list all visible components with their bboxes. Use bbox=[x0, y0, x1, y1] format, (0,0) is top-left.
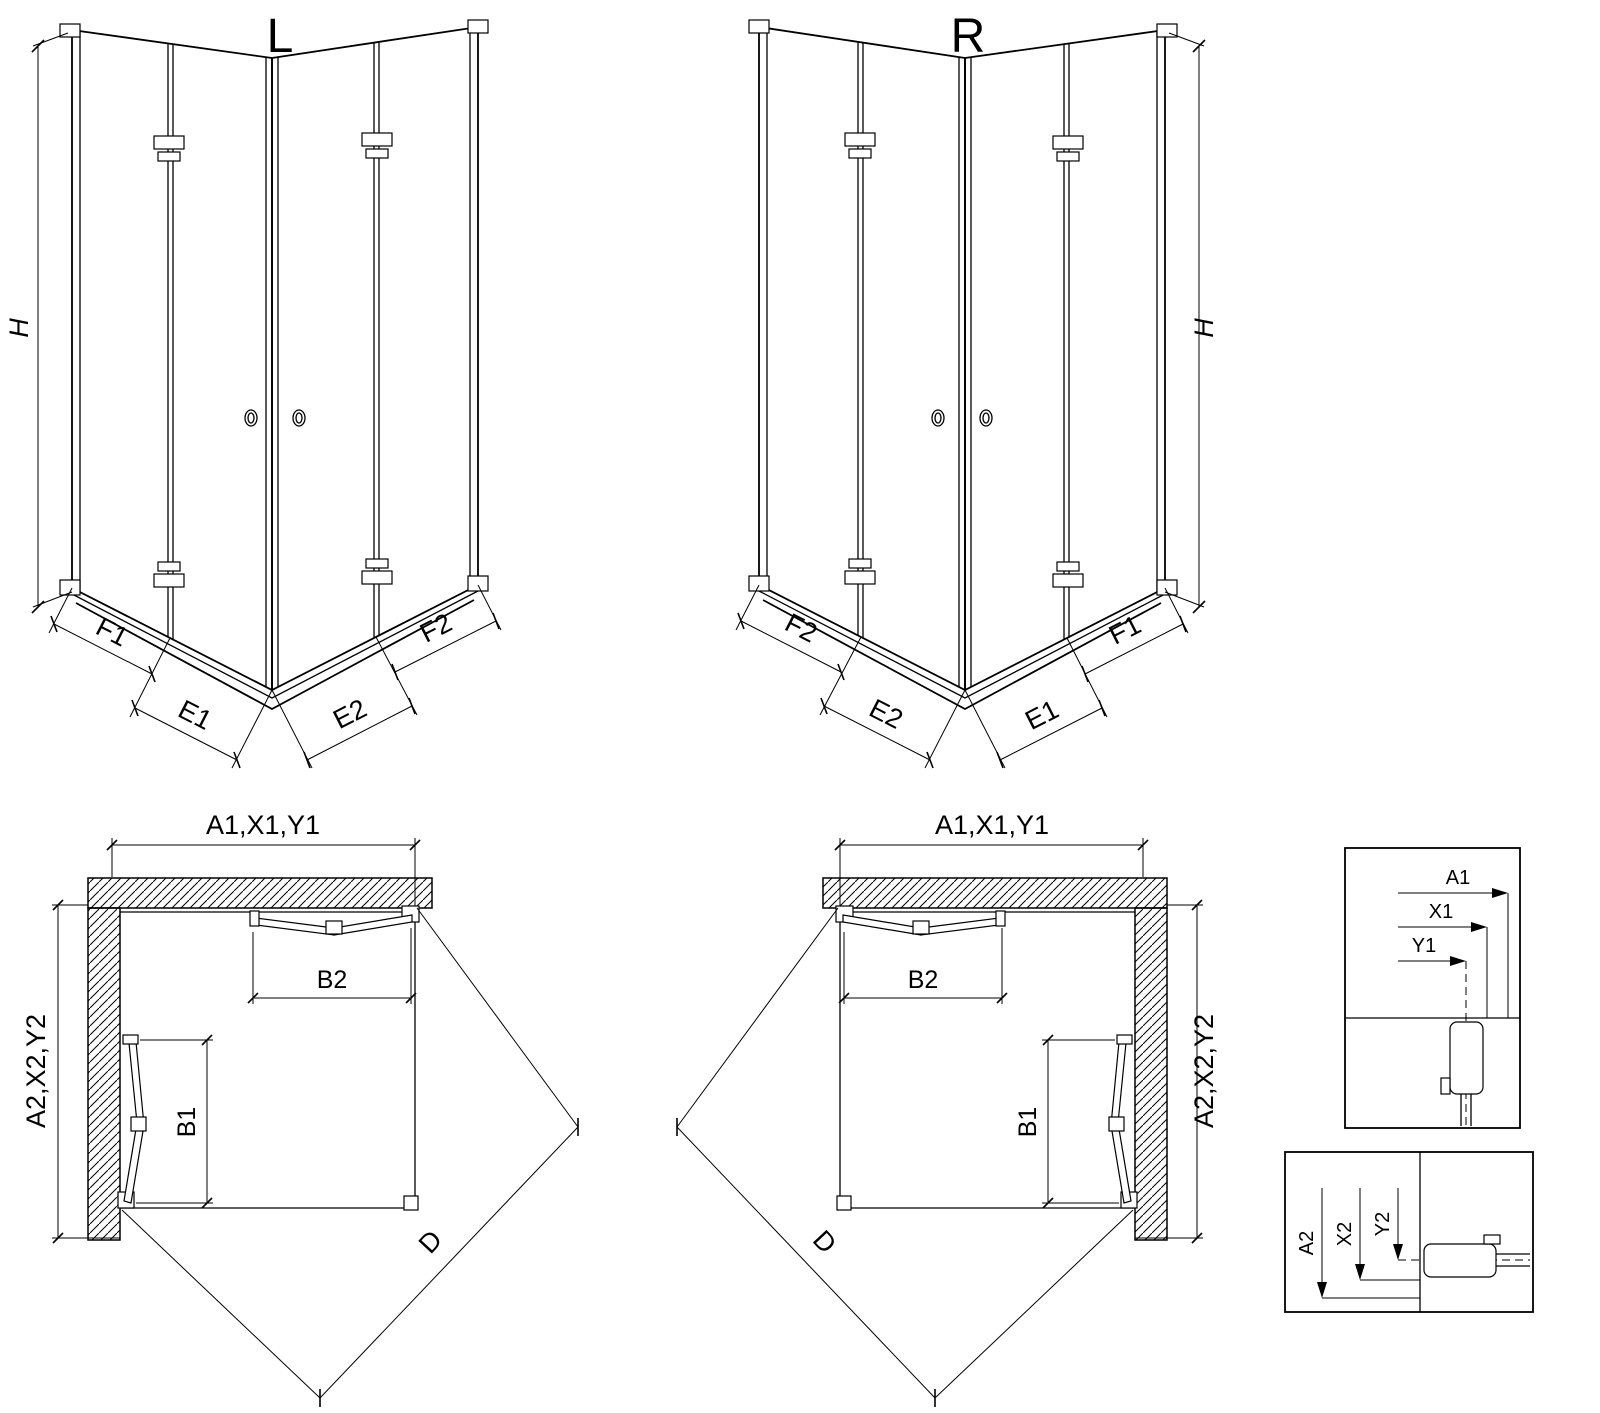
enclosure-glass-l bbox=[71, 25, 479, 711]
door-handles-l bbox=[244, 409, 306, 427]
detail-vertical-profile: A2 X2 Y2 bbox=[1284, 1151, 1534, 1313]
dim-height-l: H bbox=[4, 32, 73, 614]
tray-outline-r bbox=[836, 908, 1135, 1211]
view-title-l: L bbox=[267, 10, 294, 63]
dim-chain-right-r: F1 E1 bbox=[964, 587, 1189, 769]
plan-view-r: A1,X1,Y1 A2,X2,Y2 B2 B1 bbox=[676, 810, 1219, 1407]
dim-height-r: H bbox=[1164, 32, 1219, 614]
dim-label-e2-l: E2 bbox=[328, 693, 371, 735]
dim-label-h-r: H bbox=[1189, 318, 1219, 338]
detail-label-a2: A2 bbox=[1296, 1231, 1318, 1255]
door-b2-assembly-r bbox=[835, 905, 1006, 936]
door-b1-assembly-l bbox=[117, 1034, 147, 1209]
dim-a1-l: A1,X1,Y1 bbox=[106, 810, 421, 906]
hinges-and-brackets-l bbox=[59, 19, 489, 596]
walls-r bbox=[822, 877, 1168, 1241]
wall-side-r bbox=[1134, 907, 1168, 1241]
dim-b1-l: B1 bbox=[136, 1034, 213, 1209]
dim-a2-r: A2,X2,Y2 bbox=[1135, 899, 1219, 1244]
plan-view-l: A1,X1,Y1 A2,X2,Y2 B2 B1 bbox=[21, 810, 579, 1407]
dim-diagonal-l: D bbox=[121, 907, 579, 1407]
dim-label-d-l: D bbox=[413, 1225, 448, 1260]
dim-label-width-l: A1,X1,Y1 bbox=[206, 810, 320, 840]
profile-section-vertical bbox=[1440, 1021, 1484, 1126]
detail-label-a1: A1 bbox=[1446, 867, 1470, 889]
dim-chain-left-l: F1 E1 bbox=[48, 587, 273, 769]
dim-label-depth-l: A2,X2,Y2 bbox=[21, 1014, 51, 1128]
dim-label-b2-r: B2 bbox=[908, 966, 939, 994]
detail-label-x2: X2 bbox=[1334, 1222, 1356, 1246]
wall-side-l bbox=[87, 907, 121, 1241]
dim-label-h-l: H bbox=[4, 318, 34, 338]
enclosure-glass-r bbox=[758, 25, 1166, 711]
walls-l bbox=[87, 877, 433, 1241]
detail-horizontal-profile: A1 X1 Y1 bbox=[1344, 847, 1521, 1129]
detail-label-y1: Y1 bbox=[1412, 935, 1436, 957]
dim-chain-left-r: F2 E2 bbox=[735, 584, 966, 769]
dim-label-width-r: A1,X1,Y1 bbox=[935, 810, 1049, 840]
door-b2-assembly-l bbox=[249, 905, 420, 936]
dim-b1-r: B1 bbox=[1014, 1034, 1119, 1209]
detail-dim-a1: A1 bbox=[1398, 867, 1509, 1018]
dim-label-e1-l: E1 bbox=[174, 694, 217, 736]
dim-chain-right-l: F2 E2 bbox=[271, 584, 502, 769]
dim-b2-l: B2 bbox=[247, 928, 417, 1004]
dim-label-e1-r: E1 bbox=[1020, 694, 1063, 736]
detail-dim-x1: X1 bbox=[1398, 901, 1488, 1018]
wall-top-l bbox=[87, 877, 433, 909]
profile-section-horizontal bbox=[1423, 1234, 1530, 1278]
tray-outline-l bbox=[120, 908, 419, 1211]
dim-label-d-r: D bbox=[807, 1225, 842, 1260]
wall-top-r bbox=[822, 877, 1168, 909]
detail-label-y2: Y2 bbox=[1372, 1212, 1394, 1236]
dim-label-b1-l: B1 bbox=[173, 1107, 201, 1138]
detail-dim-a2: A2 bbox=[1296, 1188, 1420, 1299]
dim-diagonal-r: D bbox=[676, 907, 1134, 1407]
dim-a2-l: A2,X2,Y2 bbox=[21, 899, 120, 1244]
perspective-view-l: L bbox=[4, 10, 502, 769]
dim-label-depth-r: A2,X2,Y2 bbox=[1189, 1014, 1219, 1128]
dim-b2-r: B2 bbox=[838, 928, 1008, 1004]
perspective-view-r: R bbox=[735, 10, 1219, 769]
dim-label-e2-r: E2 bbox=[865, 693, 908, 735]
view-title-r: R bbox=[951, 10, 986, 63]
hinges-and-brackets-r bbox=[748, 19, 1178, 596]
dim-label-b1-r: B1 bbox=[1014, 1107, 1042, 1138]
door-handles-r bbox=[931, 409, 993, 427]
dim-label-b2-l: B2 bbox=[317, 966, 348, 994]
door-b1-assembly-r bbox=[1108, 1034, 1138, 1209]
detail-dim-x2: X2 bbox=[1334, 1188, 1420, 1281]
detail-label-x1: X1 bbox=[1429, 901, 1453, 923]
dim-a1-r: A1,X1,Y1 bbox=[834, 810, 1149, 906]
